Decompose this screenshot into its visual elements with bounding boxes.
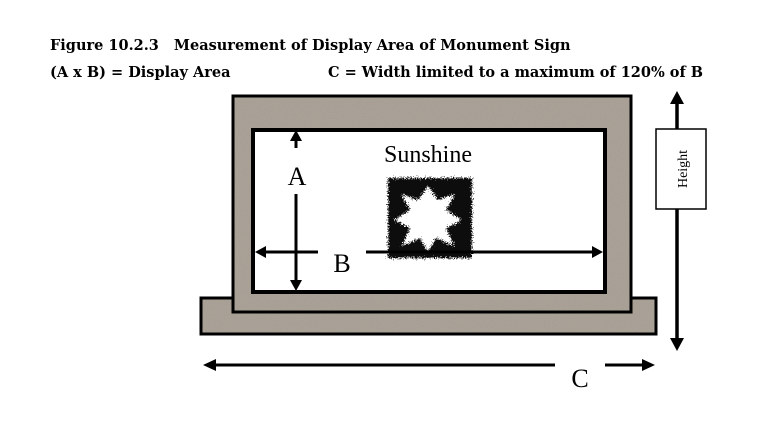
dimension-c-label: C (571, 364, 588, 393)
height-label-box: Height (655, 128, 707, 210)
width-limit-note: C = Width limited to a maximum of 120% o… (328, 64, 704, 81)
sign-logo-graphic (388, 178, 472, 258)
dimension-b-label: B (333, 249, 350, 278)
dimension-b-arrow (255, 246, 603, 258)
height-label: Height (676, 150, 691, 188)
dimension-a-label: A (288, 162, 307, 191)
figure-caption-title: Figure 10.2.3 Measurement of Display Are… (50, 37, 571, 54)
figure-title: Measurement of Display Area of Monument … (173, 37, 571, 54)
display-area-formula: (A x B) = Display Area (50, 64, 231, 81)
dimension-c-arrow (203, 359, 655, 371)
sign-text: Sunshine (384, 142, 472, 168)
dimension-a-arrow (290, 130, 302, 291)
figure-number: Figure 10.2.3 (50, 37, 159, 54)
